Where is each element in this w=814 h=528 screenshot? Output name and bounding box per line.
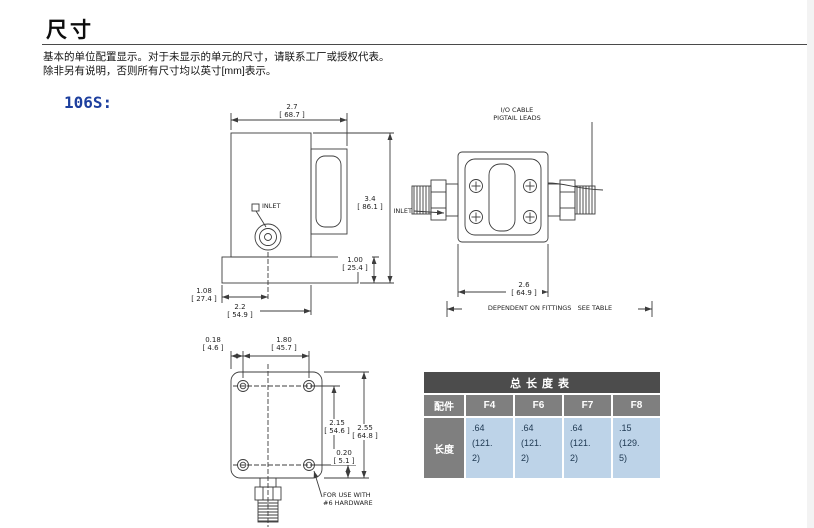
length-value-f8: .15 (129. 5) [613, 418, 660, 478]
column-header-f7: F7 [564, 395, 611, 416]
length-value-f6: .64 (121. 2) [515, 418, 562, 478]
column-header-f8: F8 [613, 395, 660, 416]
side-dimensions [413, 210, 653, 317]
front-dim-base-height: 1.00 [ 25.4 ] [338, 256, 372, 272]
column-header-f6: F6 [515, 395, 562, 416]
bottom-inlet-fitting [254, 477, 282, 523]
length-value-f7: .64 (121. 2) [564, 418, 611, 478]
title-divider [42, 44, 808, 45]
bottom-dim-hole-to-edge: 0.20 [ 5.1 ] [331, 449, 357, 465]
side-fittings-note: DEPENDENT ON FITTINGS SEE TABLE [462, 304, 638, 312]
bottom-plate [230, 371, 323, 479]
model-label: 106S: [64, 93, 113, 112]
side-inlet-label: INLET [393, 207, 412, 215]
bottom-dim-plate-height: 2.55 [ 64.8 ] [352, 424, 378, 440]
side-left-fitting [411, 179, 459, 221]
front-dim-inlet-offset: 1.08 [ 27.4 ] [191, 287, 217, 303]
front-inlet-port [251, 203, 282, 251]
intro-line-1: 基本的单位配置显示。对于未显示的单元的尺寸，请联系工厂或授权代表。 [43, 51, 390, 63]
front-dim-body-width: 2.2 [ 54.9 ] [220, 303, 260, 319]
front-dimensions [221, 113, 394, 315]
front-view-drawing [221, 113, 394, 315]
side-dim-body-width: 2.6 [ 64.9 ] [506, 281, 542, 297]
column-header-f4: F4 [466, 395, 513, 416]
bottom-hardware-note: FOR USE WITH #6 HARDWARE [323, 491, 393, 507]
length-table: 总长度表 配件 F4 F6 F7 F8 长度 .64 (121. 2) .64 … [424, 372, 660, 478]
bottom-view-drawing [230, 351, 369, 527]
front-inlet-label: INLET [262, 202, 281, 210]
intro-text: 基本的单位配置显示。对于未显示的单元的尺寸，请联系工厂或授权代表。 除非另有说明… [43, 50, 390, 78]
side-io-cable [547, 122, 604, 191]
bottom-dim-hole-spacing-y: 2.15 [ 54.6 ] [324, 419, 350, 435]
bottom-dim-hole-spacing-x: 1.80 [ 45.7 ] [271, 336, 297, 352]
bottom-dim-edge-to-hole: 0.18 [ 4.6 ] [202, 336, 224, 352]
side-right-fitting [547, 179, 596, 221]
intro-line-2: 除非另有说明，否则所有尺寸均以英寸[mm]表示。 [43, 65, 277, 77]
page-title: 尺寸 [46, 18, 94, 42]
side-body [457, 151, 549, 243]
length-row-label: 长度 [424, 418, 464, 478]
side-io-cable-label: I/O CABLE PIGTAIL LEADS [493, 106, 541, 122]
length-table-title: 总长度表 [424, 372, 660, 393]
length-value-f4: .64 (121. 2) [466, 418, 513, 478]
front-dim-overall-width: 2.7 [ 68.7 ] [279, 103, 305, 119]
fitting-header-cell: 配件 [424, 395, 464, 416]
front-dim-overall-height: 3.4 [ 86.1 ] [357, 195, 383, 211]
page-edge [807, 0, 814, 528]
